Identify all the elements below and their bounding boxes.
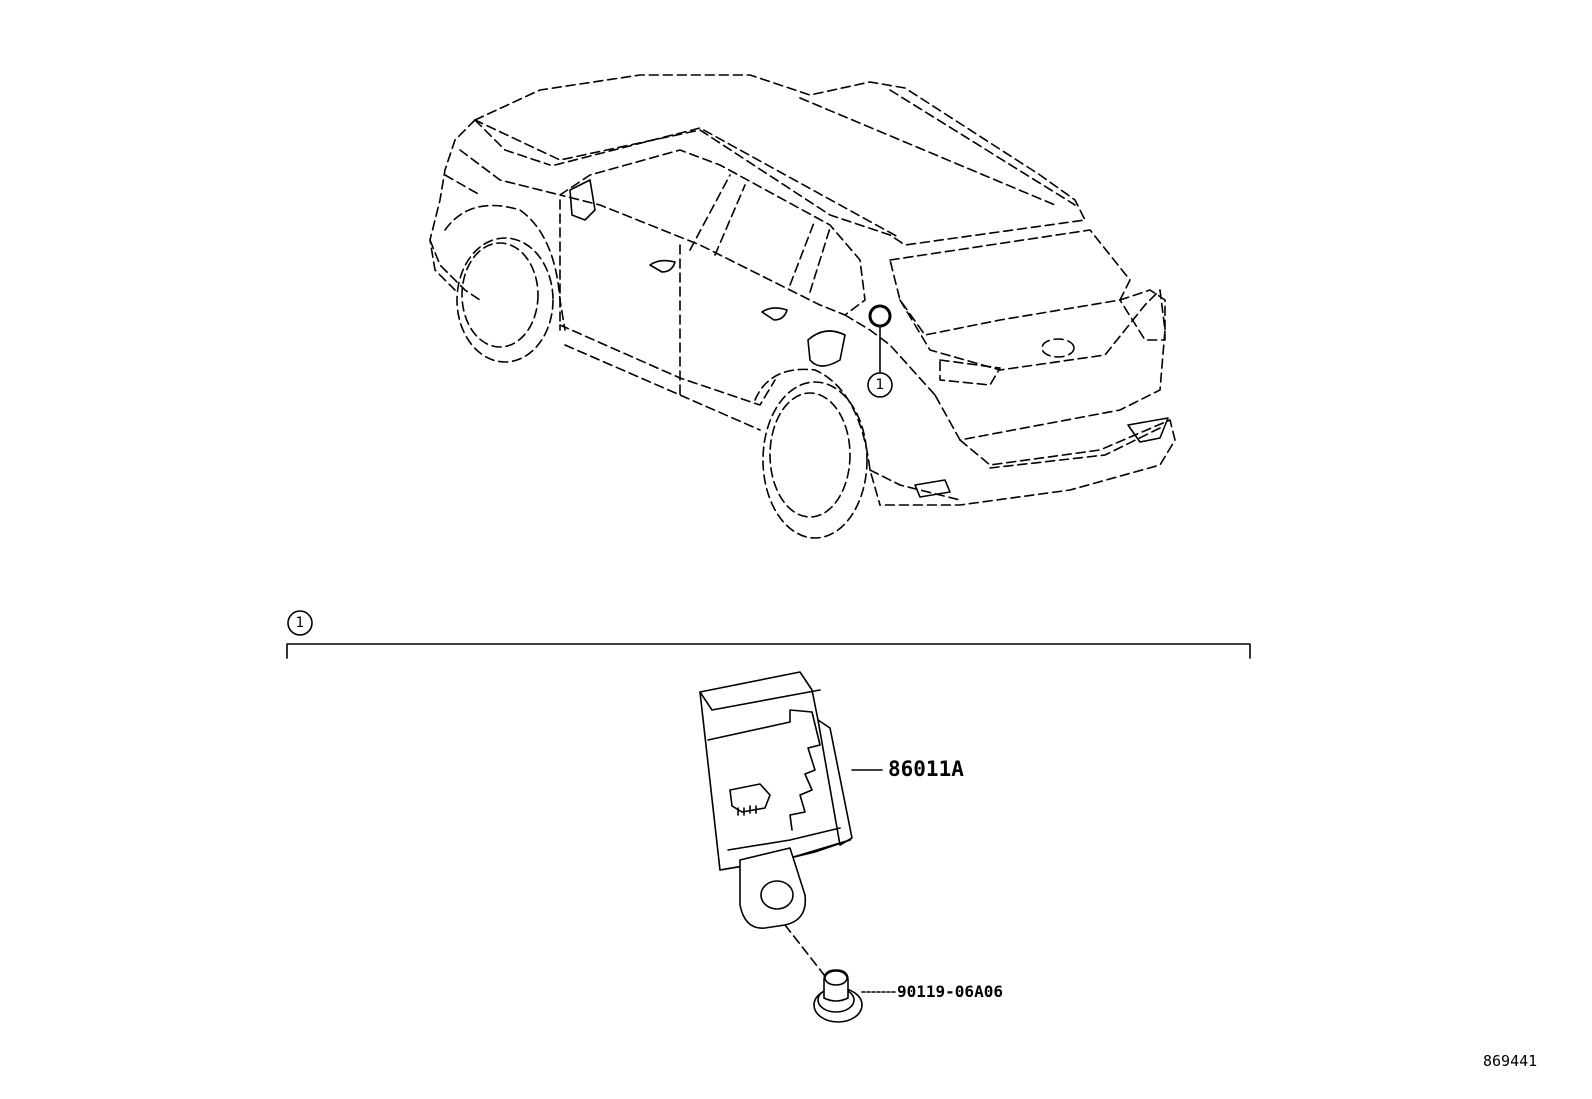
callout-number: 1 <box>875 377 885 393</box>
section-bracket <box>286 643 1251 659</box>
part-number-90119-06A06[interactable]: 90119-06A06 <box>897 982 1003 1001</box>
part-number-86011A[interactable]: 86011A <box>888 757 964 781</box>
sensor-module-drawing <box>699 671 853 929</box>
section-number: 1 <box>295 615 305 631</box>
bolt-drawing <box>813 969 863 1023</box>
vehicle-outline <box>429 74 1176 539</box>
sensor-location-circle <box>868 304 892 328</box>
section-circle <box>287 610 313 636</box>
callout-circle <box>867 372 893 398</box>
illustration-id: 869441 <box>1483 1052 1538 1070</box>
